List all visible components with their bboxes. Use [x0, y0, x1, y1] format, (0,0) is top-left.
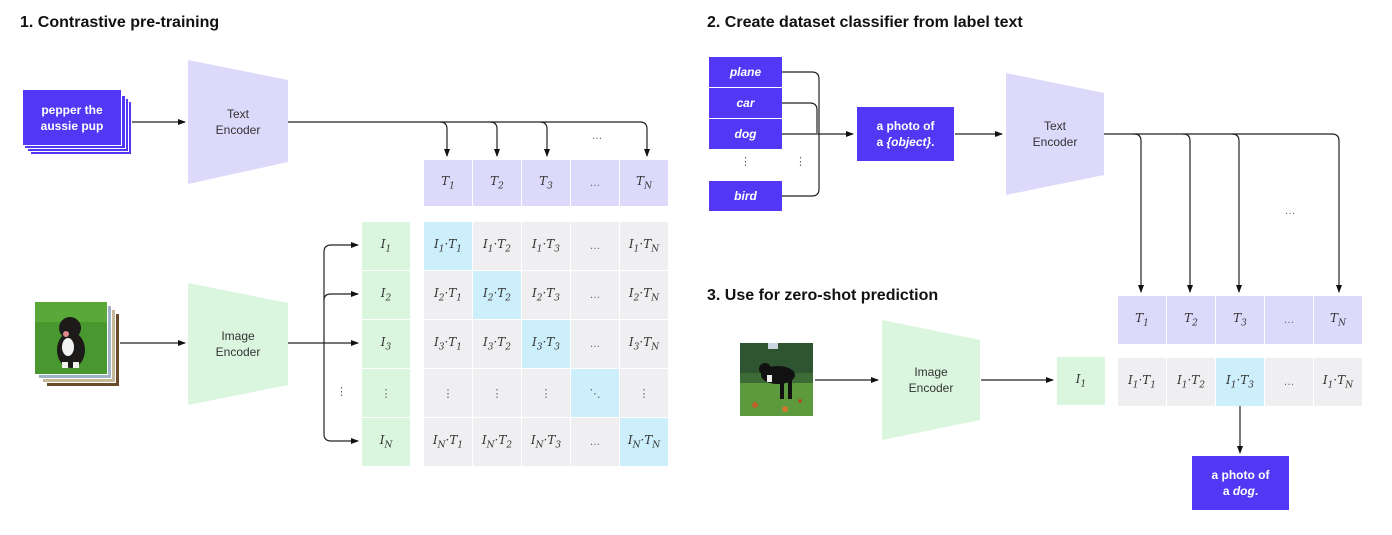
similarity-cell: I1·T2: [473, 222, 521, 270]
bracket-ellipsis: ⋮: [795, 156, 806, 168]
arrow-to-i1: [323, 242, 359, 343]
similarity-cell: IN·T1: [424, 418, 472, 466]
similarity-cell: ⋮: [522, 369, 570, 417]
image-embedding-5: IN: [362, 418, 410, 466]
zs-text-embedding-5: TN: [1314, 296, 1362, 344]
ellipsis-above-tn: …: [591, 130, 603, 142]
label-ellipsis: ⋮: [740, 156, 751, 168]
similarity-cell: …: [571, 418, 619, 466]
similarity-cell: ⋮: [620, 369, 668, 417]
zs-text-embedding-4: …: [1265, 296, 1313, 344]
similarity-cell: I1·TN: [620, 222, 668, 270]
similarity-cell: ⋱: [571, 369, 619, 417]
label-dog: dog: [709, 119, 782, 149]
image-input-stack: [34, 301, 120, 387]
similarity-cell: …: [571, 222, 619, 270]
similarity-cell: I1·T1: [424, 222, 472, 270]
similarity-cell: …: [571, 320, 619, 368]
arrow-to-t2: [489, 121, 500, 157]
similarity-cell: I3·T3: [522, 320, 570, 368]
zs-score-cell: …: [1265, 358, 1313, 406]
text-encoder-1: [188, 60, 288, 184]
arrow-to-t2-2: [1182, 133, 1193, 293]
bracket-car: [782, 102, 818, 133]
text-embedding-1: T1: [424, 160, 472, 206]
zs-score-cell: I1·T3: [1216, 358, 1264, 406]
text-embedding-4: …: [571, 160, 619, 206]
arrow-to-in: [323, 343, 359, 444]
panel3-title: 3. Use for zero-shot prediction: [707, 287, 939, 304]
label-bird: bird: [709, 181, 782, 211]
puppy-photo: [34, 301, 108, 375]
zs-score-cell: I1·T1: [1118, 358, 1166, 406]
arrow-to-i2: [323, 291, 359, 301]
similarity-cell: I2·TN: [620, 271, 668, 319]
image-embedding-2: I2: [362, 271, 410, 319]
image-embedding-4: ⋮: [362, 369, 410, 417]
zs-score-cell: I1·T2: [1167, 358, 1215, 406]
image-embedding-i1: I1: [1057, 357, 1105, 405]
text-encoder-2: [1006, 73, 1104, 195]
similarity-cell: IN·T3: [522, 418, 570, 466]
arrow-to-tn-2: [1104, 133, 1342, 293]
similarity-cell: IN·T2: [473, 418, 521, 466]
panel1-title: 1. Contrastive pre-training: [20, 14, 220, 31]
arrow-to-t1-2: [1133, 133, 1144, 293]
similarity-cell: I3·TN: [620, 320, 668, 368]
similarity-cell: I3·T2: [473, 320, 521, 368]
similarity-cell: I2·T1: [424, 271, 472, 319]
image-encoder-1: [188, 283, 288, 405]
text-embedding-2: T2: [473, 160, 521, 206]
arrow-to-t3: [539, 121, 550, 157]
similarity-cell: I1·T3: [522, 222, 570, 270]
label-plane: plane: [709, 57, 782, 87]
similarity-cell: I2·T3: [522, 271, 570, 319]
zs-score-cell: I1·TN: [1314, 358, 1362, 406]
image-embedding-3: I3: [362, 320, 410, 368]
arrow-to-t1: [439, 121, 450, 157]
similarity-cell: ⋮: [473, 369, 521, 417]
image-embedding-1: I1: [362, 222, 410, 270]
image-encoder-2: [882, 320, 980, 440]
similarity-cell: ⋮: [424, 369, 472, 417]
similarity-cell: IN·TN: [620, 418, 668, 466]
similarity-cell: I3·T1: [424, 320, 472, 368]
zs-text-embedding-1: T1: [1118, 296, 1166, 344]
ellipsis-left-icol: ⋮: [336, 386, 347, 398]
text-embedding-3: T3: [522, 160, 570, 206]
zs-text-embedding-2: T2: [1167, 296, 1215, 344]
ellipsis-panel2: …: [1284, 205, 1296, 217]
label-car: car: [709, 88, 782, 118]
zs-text-embedding-3: T3: [1216, 296, 1264, 344]
text-embedding-5: TN: [620, 160, 668, 206]
arrow-to-t3-2: [1231, 133, 1242, 293]
similarity-cell: …: [571, 271, 619, 319]
dog-photo: [740, 343, 813, 416]
panel2-title: 2. Create dataset classifier from label …: [707, 14, 1023, 31]
similarity-cell: I2·T2: [473, 271, 521, 319]
arrow-to-tn: [288, 121, 650, 157]
